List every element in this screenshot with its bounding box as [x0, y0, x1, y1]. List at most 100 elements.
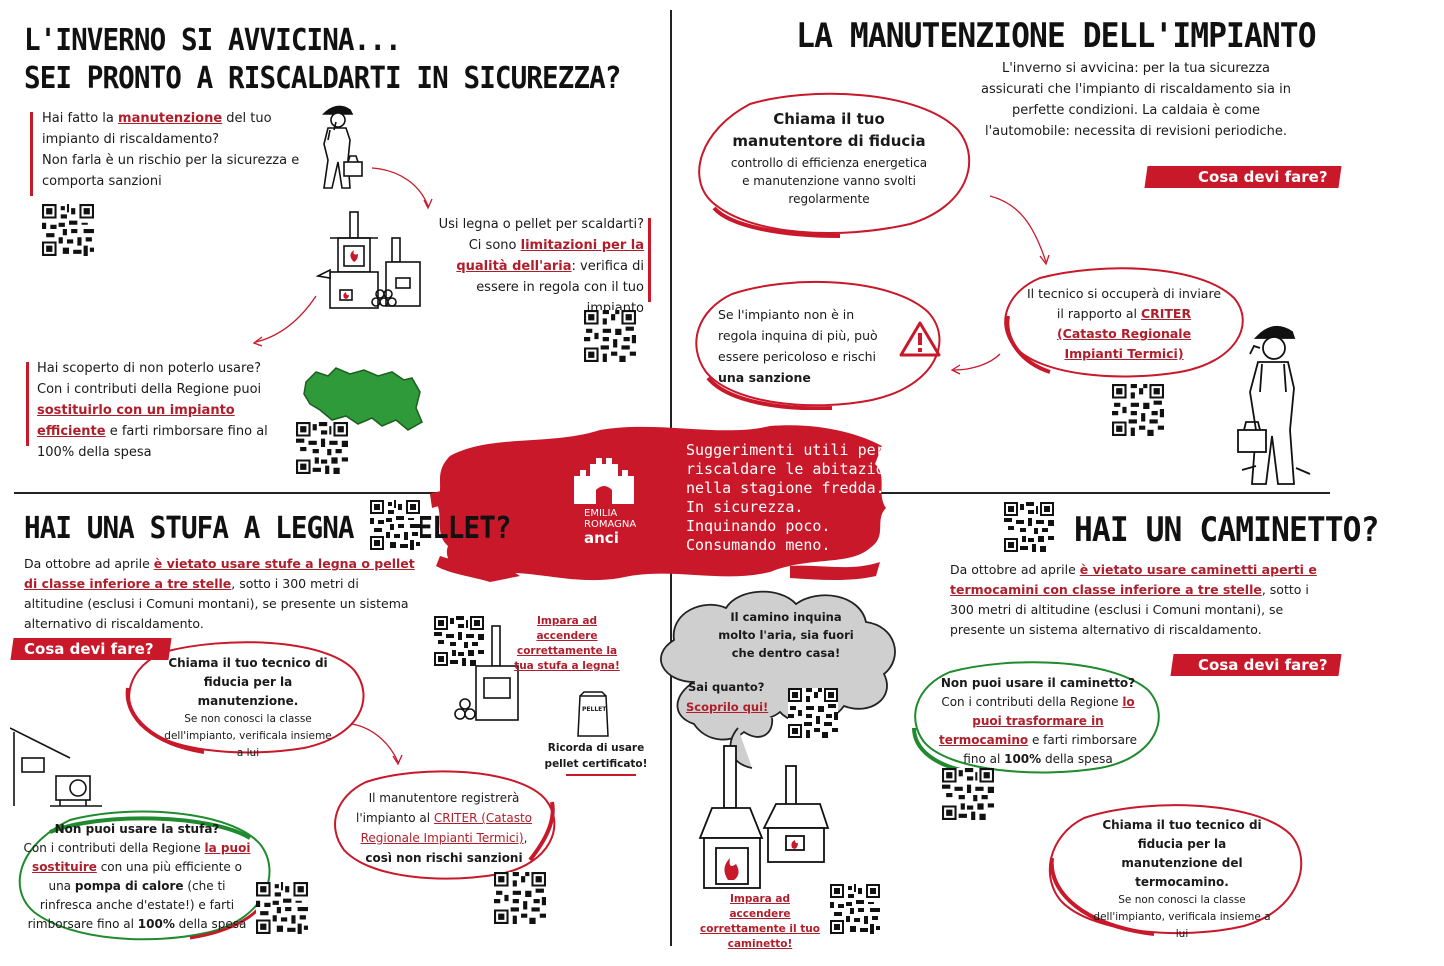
emilia-romagna-map-icon [303, 367, 423, 431]
tl-p3-bar [26, 362, 29, 446]
text: con una più efficiente o una [48, 860, 242, 893]
text: Con i contributi della Regione [23, 841, 205, 855]
cloud-text-pollution: Il camino inquina molto l'aria, sia fuor… [718, 610, 854, 660]
text: e farti rimborsare fino al 100% della sp… [37, 424, 268, 460]
bubble-outline [1004, 267, 1244, 378]
stove-ban-link[interactable]: è vietato usare stufe a legna o pellet d… [24, 556, 415, 591]
air-quality-limits-link[interactable]: limitazioni per la qualità dell'aria [456, 238, 644, 274]
text: (che ti rinfresca anche d'estate!) e far… [27, 879, 235, 931]
slogan-line: Suggerimenti utili per [686, 441, 885, 459]
divider-horizontal-left [14, 492, 444, 494]
qr-code-maintenance[interactable] [42, 204, 94, 256]
wood-pellet-stove-illustration [316, 211, 421, 309]
text: Con i contributi della Regione puoi [37, 382, 262, 397]
qr-code-convert-fireplace[interactable] [942, 768, 994, 820]
text: Ci sono [468, 238, 521, 253]
criter-registry-link[interactable]: CRITER (Catasto Regionale Impianti Termi… [360, 811, 533, 845]
qr-code-icon [256, 882, 308, 934]
bubble-title: Chiama il tuo tecnico di fiducia per la … [168, 656, 328, 708]
replace-stove-link[interactable]: la puoi sostituire [32, 841, 251, 874]
pellet-note-underline [566, 774, 636, 776]
text: 100% [137, 917, 175, 931]
brand-line-3: anci [584, 529, 619, 547]
qr-code-replace-stove[interactable] [256, 882, 308, 934]
qr-code-fireplace-rules[interactable] [1004, 502, 1054, 552]
bl-pellet-note: Ricorda di usare pellet certificato! [544, 742, 648, 770]
wood-stove-small-icon [454, 625, 519, 721]
qr-code-icon [1112, 384, 1164, 436]
slogan-line: riscaldare le abitazioni [686, 460, 903, 478]
fireplace-ban-link[interactable]: è vietato usare caminetti aperti e termo… [950, 562, 1317, 597]
tl-paragraph-air-quality: Usi legna o pellet per scaldarti? Ci son… [424, 214, 644, 319]
text: , [523, 831, 528, 845]
qr-code-air-quality[interactable] [584, 310, 636, 362]
qr-code-criter[interactable] [1112, 384, 1164, 436]
bl-bubble-technician: Chiama il tuo tecnico di fiducia per la … [160, 654, 336, 762]
qr-code-contributions[interactable] [296, 422, 348, 474]
replace-efficient-system-link[interactable]: sostituirlo con un impianto efficiente [37, 403, 235, 439]
qr-code-icon [370, 500, 420, 550]
text: Da ottobre ad aprile [950, 562, 1080, 577]
convert-termocamino-link[interactable]: lo puoi trasformare in termocamino [938, 695, 1135, 747]
qr-code-stove-lighting[interactable] [434, 616, 484, 666]
bubble-title: Non puoi usare la stufa? [54, 822, 220, 836]
criter-link[interactable]: CRITER [1140, 306, 1192, 321]
text: pompa di calore [74, 879, 184, 893]
text: Hai fatto la [42, 111, 119, 126]
qr-code-fireplace-lighting[interactable] [830, 884, 880, 934]
text: Il tecnico si occuperà di inviare il rap… [1026, 286, 1222, 321]
warning-icon [899, 321, 941, 357]
qr-code-icon [942, 768, 994, 820]
brand-line-1: EMILIA [584, 508, 618, 519]
brand-logo-text: EMILIA ROMAGNA anci [584, 508, 636, 546]
text: Se l'impianto non è in regola inquina di… [718, 307, 878, 364]
fireplace-illustration [698, 745, 830, 889]
qr-code-pollution[interactable] [788, 688, 838, 738]
bubble-title: Chiama il tuo tecnico di fiducia per la … [1102, 818, 1262, 889]
text: del tuo impianto di riscaldamento? [42, 111, 272, 147]
text: della spesa [174, 917, 247, 931]
bl-learn-stove-note[interactable]: Impara ad accendere correttamente la tua… [514, 615, 620, 672]
bubble-outline [1048, 804, 1303, 936]
tl-p2-bar [648, 218, 651, 302]
text: , sotto i 300 metri di altitudine (esclu… [950, 582, 1309, 637]
criter-catasto-link[interactable]: (Catasto Regionale Impianti Termici) [1056, 326, 1192, 361]
qr-code-icon [494, 872, 546, 924]
qr-code-icon [42, 204, 94, 256]
tag-label: Cosa devi fare? [1198, 168, 1328, 186]
tl-paragraph-maintenance: Hai fatto la manutenzione del tuo impian… [42, 108, 314, 192]
tl-paragraph-replace: Hai scoperto di non poterlo usare? Con i… [37, 358, 287, 463]
brand-line-2: ROMAGNA [584, 519, 637, 530]
qr-code-stove-rules[interactable] [370, 500, 420, 550]
banner-slogan: Suggerimenti utili per riscaldare le abi… [686, 441, 903, 555]
text: Hai scoperto di non poterlo usare? [37, 361, 261, 376]
cloud-text-question: Sai quanto? [688, 680, 765, 694]
qr-code-icon [296, 422, 348, 474]
br-title: HAI UN CAMINETTO? [1074, 510, 1379, 550]
bubble-outline [695, 280, 941, 410]
divider-horizontal-right [880, 492, 1330, 494]
maintenance-link[interactable]: manutenzione [118, 111, 223, 126]
text: così non rischi sanzioni [365, 851, 523, 865]
bubble-outline [125, 641, 365, 754]
brush-banner [430, 425, 886, 582]
text: Usi legna o pellet per scaldarti? [438, 217, 644, 232]
bl-paragraph-ban: Da ottobre ad aprile è vietato usare stu… [24, 554, 420, 634]
text: e farti rimborsare fino al [963, 733, 1138, 766]
bubble-text: Se non conosci la classe dell'impianto, … [1093, 894, 1271, 940]
qr-code-icon [830, 884, 880, 934]
bubble-title: Chiama il tuo manutentore di fiducia [732, 110, 926, 150]
tl-p1-bar [30, 112, 33, 196]
br-learn-fireplace-note[interactable]: Impara ad accendere correttamente il tuo… [700, 893, 820, 950]
text: , sotto i 300 metri di altitudine (esclu… [24, 576, 409, 631]
emilia-romagna-castle-icon [574, 458, 634, 504]
bl-title: HAI UNA STUFA A LEGNA O PELLET? [24, 511, 512, 546]
text: Da ottobre ad aprile [24, 556, 154, 571]
qr-code-criter-stove[interactable] [494, 872, 546, 924]
br-paragraph-ban: Da ottobre ad aprile è vietato usare cam… [950, 560, 1336, 640]
slogan-line: Inquinando poco. [686, 517, 831, 535]
tr-intro: L'inverno si avvicina: per la tua sicure… [981, 61, 1291, 139]
text: della spesa [1041, 752, 1113, 766]
text: Il manutentore registrerà l'impianto al [355, 791, 520, 825]
discover-here-link[interactable]: Scoprilo qui! [686, 700, 769, 714]
